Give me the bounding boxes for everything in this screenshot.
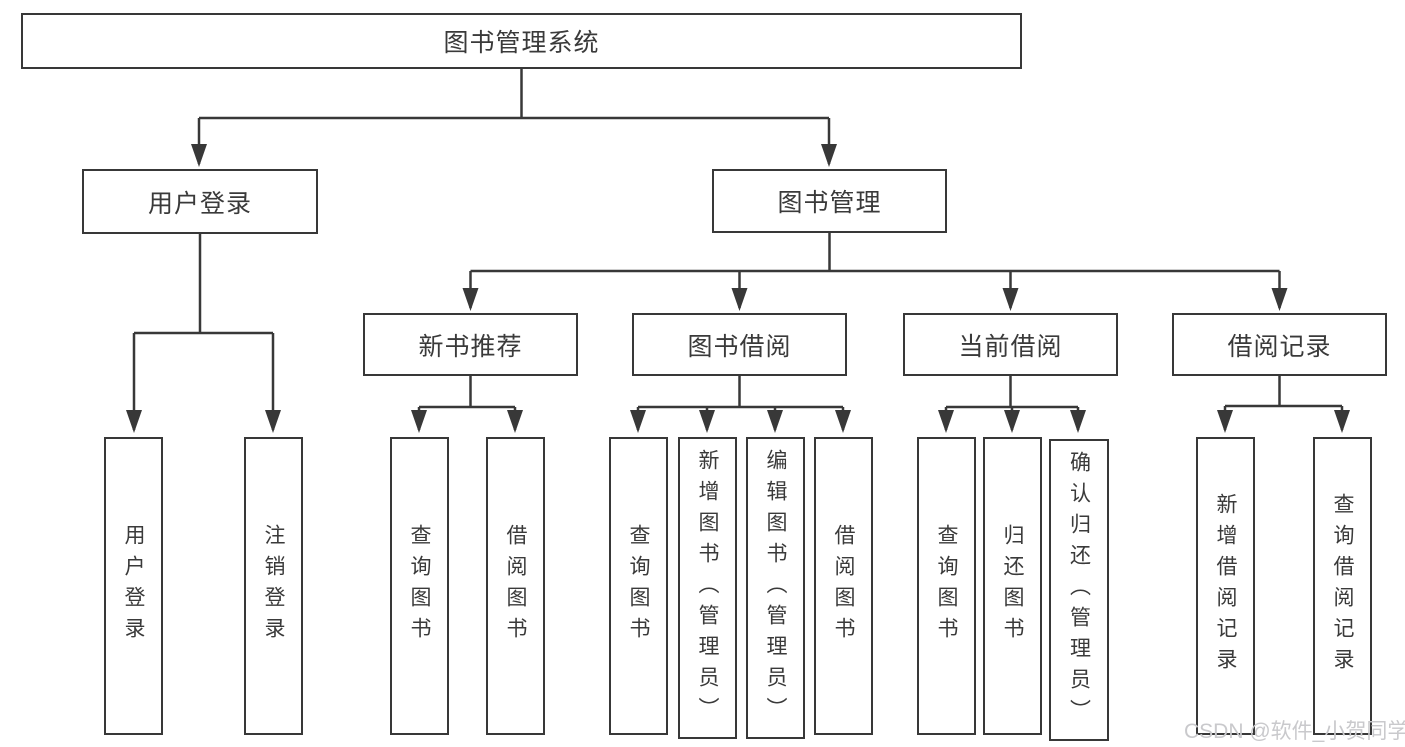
leaf-query-book-recommend: 查询图书 (390, 437, 449, 735)
node-book-management: 图书管理 (712, 169, 947, 233)
leaf-user-login: 用户登录 (104, 437, 163, 735)
node-new-book-recommend: 新书推荐 (363, 313, 578, 376)
leaf-add-borrow-record: 新增借阅记录 (1196, 437, 1255, 735)
leaf-query-book-current: 查询图书 (917, 437, 976, 735)
leaf-return-book: 归还图书 (983, 437, 1042, 735)
node-root-library-system: 图书管理系统 (21, 13, 1022, 69)
node-book-borrow: 图书借阅 (632, 313, 847, 376)
node-user-login: 用户登录 (82, 169, 318, 234)
leaf-edit-book-admin: 编辑图书（管理员） (746, 437, 805, 739)
leaf-query-borrow-record: 查询借阅记录 (1313, 437, 1372, 735)
csdn-watermark: CSDN @软件_小贺同学 (1184, 720, 1405, 743)
leaf-confirm-return-admin: 确认归还（管理员） (1049, 439, 1109, 741)
leaf-borrow-book-recommend: 借阅图书 (486, 437, 545, 735)
node-current-borrow: 当前借阅 (903, 313, 1118, 376)
leaf-borrow-book: 借阅图书 (814, 437, 873, 735)
node-borrow-records: 借阅记录 (1172, 313, 1387, 376)
leaf-logout: 注销登录 (244, 437, 303, 735)
leaf-add-book-admin: 新增图书（管理员） (678, 437, 737, 739)
leaf-query-book-borrow: 查询图书 (609, 437, 668, 735)
